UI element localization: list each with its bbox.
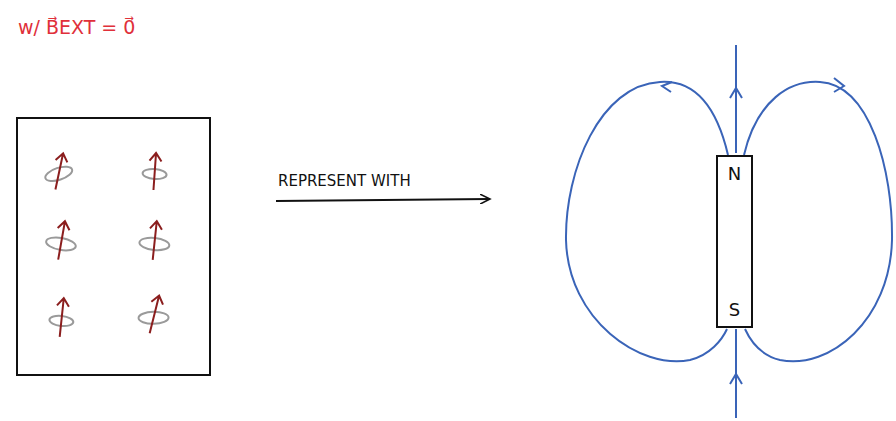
pole-letter: N bbox=[728, 163, 741, 184]
condition-note: w/ B⃗EXT = 0⃗ bbox=[18, 16, 135, 38]
field-lines bbox=[566, 45, 892, 418]
pole-letter: S bbox=[729, 299, 740, 320]
spin-symbols bbox=[41, 150, 175, 338]
bar-magnet: NS bbox=[716, 155, 753, 328]
arrow-label: REPRESENT WITH bbox=[278, 172, 411, 190]
represent-arrow bbox=[276, 199, 490, 201]
material-block bbox=[17, 118, 210, 375]
